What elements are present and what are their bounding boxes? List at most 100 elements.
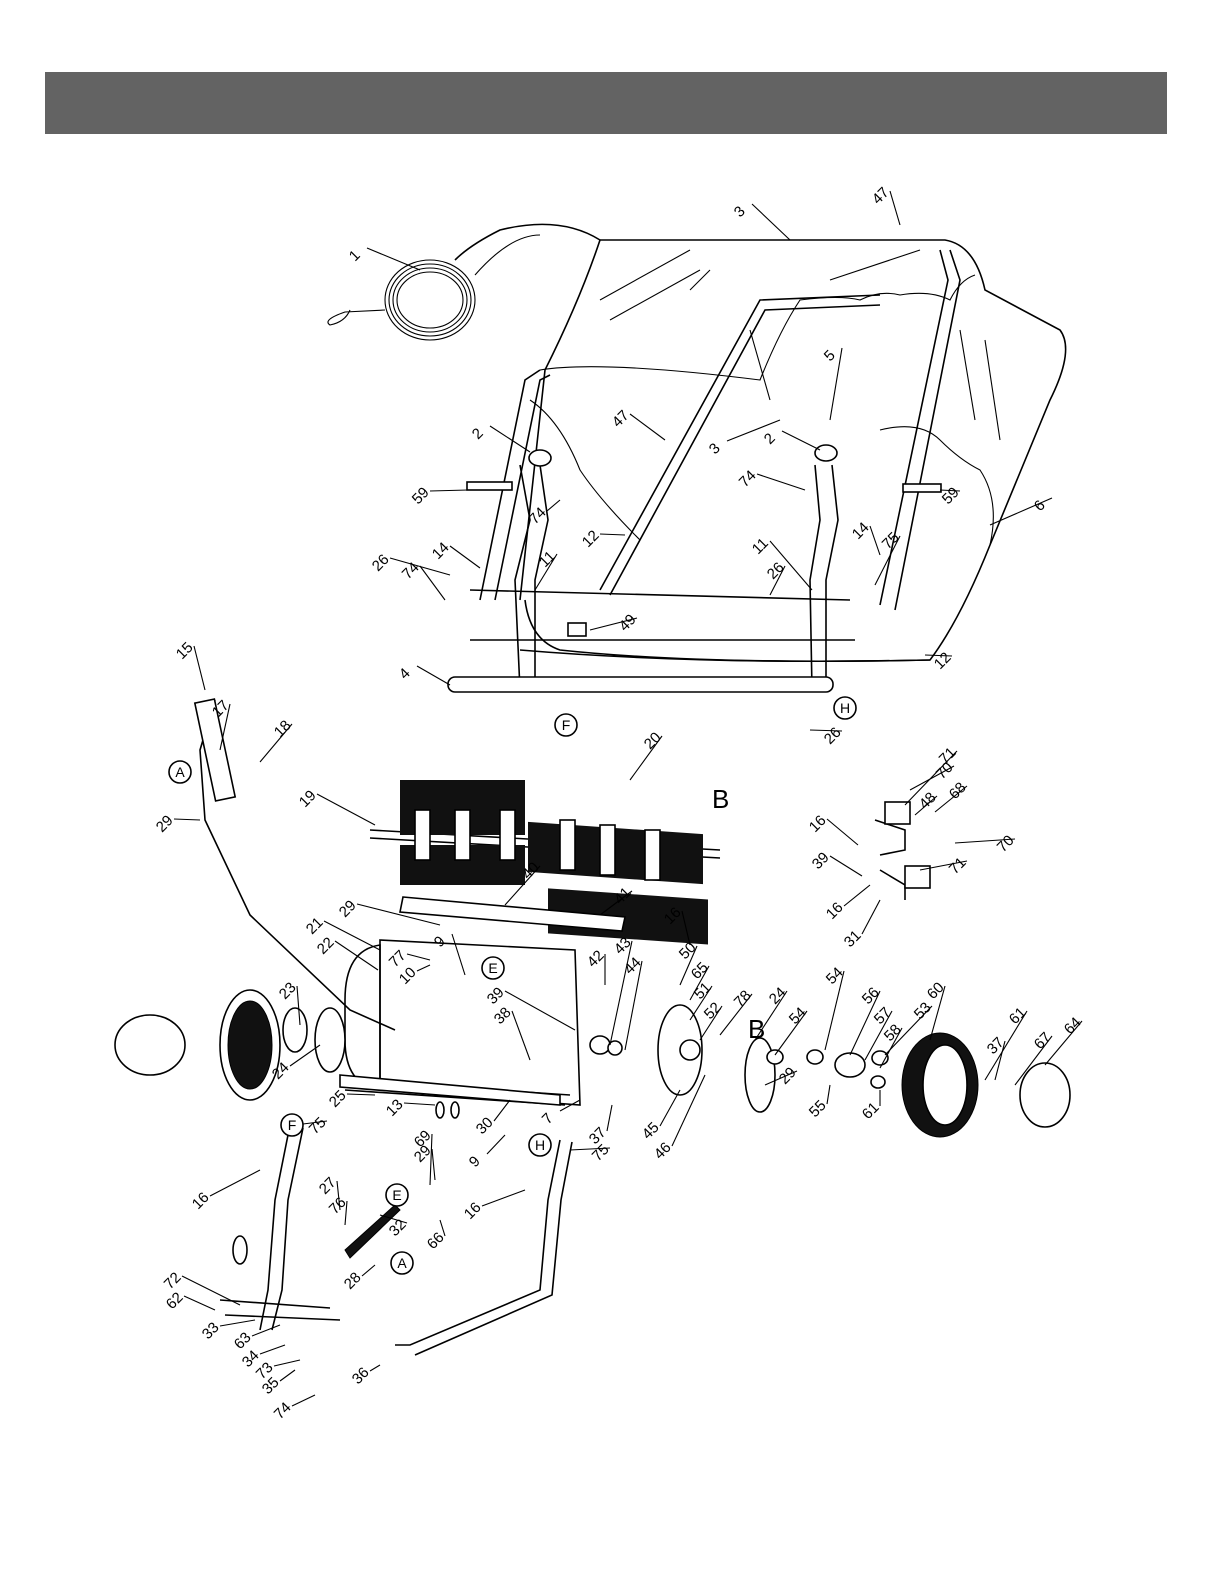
callout-11: 11: [749, 535, 772, 558]
svg-text:A: A: [397, 1255, 407, 1271]
callout-leader: [279, 1369, 296, 1382]
callout-leader: [849, 990, 881, 1056]
callout-64: 64: [1061, 1014, 1085, 1038]
callout-leader: [679, 945, 698, 986]
callout-leader: [599, 533, 626, 536]
catcher-bag: [327, 223, 1067, 693]
callout-leader: [781, 430, 821, 451]
callout-26: 26: [369, 551, 393, 575]
callout-leader: [259, 1344, 286, 1355]
callout-leader: [429, 489, 469, 492]
callout-leader: [861, 899, 881, 935]
callout-74: 74: [271, 1399, 295, 1423]
callout-55: 55: [806, 1097, 830, 1121]
connector-H: H: [528, 1133, 552, 1157]
callout-leader: [889, 190, 901, 226]
callout-15: 15: [173, 639, 197, 663]
callout-leader: [606, 1104, 613, 1132]
svg-text:E: E: [488, 960, 497, 976]
callout-leader: [671, 1074, 706, 1147]
callout-16: 16: [806, 812, 830, 836]
callout-leader: [659, 1089, 681, 1127]
callout-leader: [769, 565, 786, 596]
svg-text:H: H: [535, 1137, 545, 1153]
callout-leader: [624, 960, 643, 1051]
callout-leader: [864, 1010, 893, 1061]
callout-leader: [259, 723, 293, 763]
callout-leader: [824, 970, 845, 1051]
callout-31: 31: [841, 927, 865, 951]
callout-leader: [344, 1200, 348, 1226]
callout-leader: [183, 1295, 216, 1311]
callout-leader: [429, 1133, 433, 1186]
callout-leader: [924, 654, 953, 657]
callout-leader: [486, 1134, 506, 1155]
callout-leader: [1014, 1035, 1053, 1086]
callout-1: 1: [346, 247, 364, 265]
callout-29: 29: [336, 897, 360, 921]
callout-47: 47: [869, 184, 893, 208]
callout-leader: [774, 1010, 808, 1056]
callout-leader: [826, 1084, 831, 1105]
callout-47: 47: [609, 407, 633, 431]
callout-29: 29: [776, 1064, 800, 1088]
callout-52: 52: [701, 999, 725, 1023]
callout-leader: [356, 903, 441, 926]
callout-leader: [504, 865, 541, 906]
connector-E: E: [385, 1183, 409, 1207]
callout-leader: [884, 1005, 933, 1056]
callout-leader: [406, 953, 431, 961]
callout-leader: [874, 535, 901, 586]
callout-leader: [193, 645, 206, 691]
callout-7: 7: [539, 1110, 557, 1128]
callout-leader: [934, 785, 968, 813]
callout-leader: [451, 933, 466, 976]
callout-56: 56: [859, 984, 883, 1008]
callout-leader: [439, 1219, 446, 1237]
callout-leader: [939, 489, 961, 492]
callout-leader: [504, 990, 576, 1031]
callout-leader: [754, 990, 788, 1041]
callout-leader: [829, 347, 843, 421]
callout-13: 13: [383, 1096, 407, 1120]
callout-leader: [209, 1169, 261, 1197]
callout-leader: [1044, 1020, 1083, 1066]
callout-leader: [843, 884, 871, 907]
callout-16: 16: [189, 1189, 213, 1213]
callout-16: 16: [823, 899, 847, 923]
callout-14: 14: [849, 519, 873, 543]
callout-71: 71: [946, 854, 970, 878]
callout-leader: [699, 1005, 723, 1041]
callout-62: 62: [163, 1289, 187, 1313]
callout-leader: [334, 940, 379, 971]
callout-leader: [751, 203, 791, 241]
callout-leader: [954, 838, 1016, 844]
callout-2: 2: [761, 430, 779, 448]
callout-22: 22: [314, 934, 338, 958]
callout-leader: [629, 413, 666, 441]
callout-12: 12: [579, 527, 603, 551]
callout-26: 26: [764, 559, 788, 583]
callout-68: 68: [946, 779, 970, 803]
callout-53: 53: [911, 999, 935, 1023]
callout-4: 4: [396, 665, 414, 683]
callout-18: 18: [271, 717, 295, 741]
callout-leader: [481, 1189, 526, 1207]
callout-leader: [681, 910, 691, 946]
callout-leader: [181, 1275, 241, 1306]
callout-leader: [756, 473, 806, 491]
callout-61: 61: [1006, 1004, 1030, 1028]
brush-assembly: [369, 780, 931, 945]
callout-leader: [569, 1147, 611, 1151]
callout-3: 3: [706, 440, 724, 458]
callout-leader: [764, 1070, 798, 1086]
callout-72: 72: [161, 1269, 185, 1293]
label-B: B: [748, 1014, 765, 1044]
callout-70: 70: [994, 832, 1018, 856]
callout-leader: [829, 855, 863, 877]
callout-leader: [719, 993, 753, 1036]
callout-33: 33: [199, 1319, 223, 1343]
callout-74: 74: [736, 467, 760, 491]
callout-leader: [869, 525, 881, 556]
